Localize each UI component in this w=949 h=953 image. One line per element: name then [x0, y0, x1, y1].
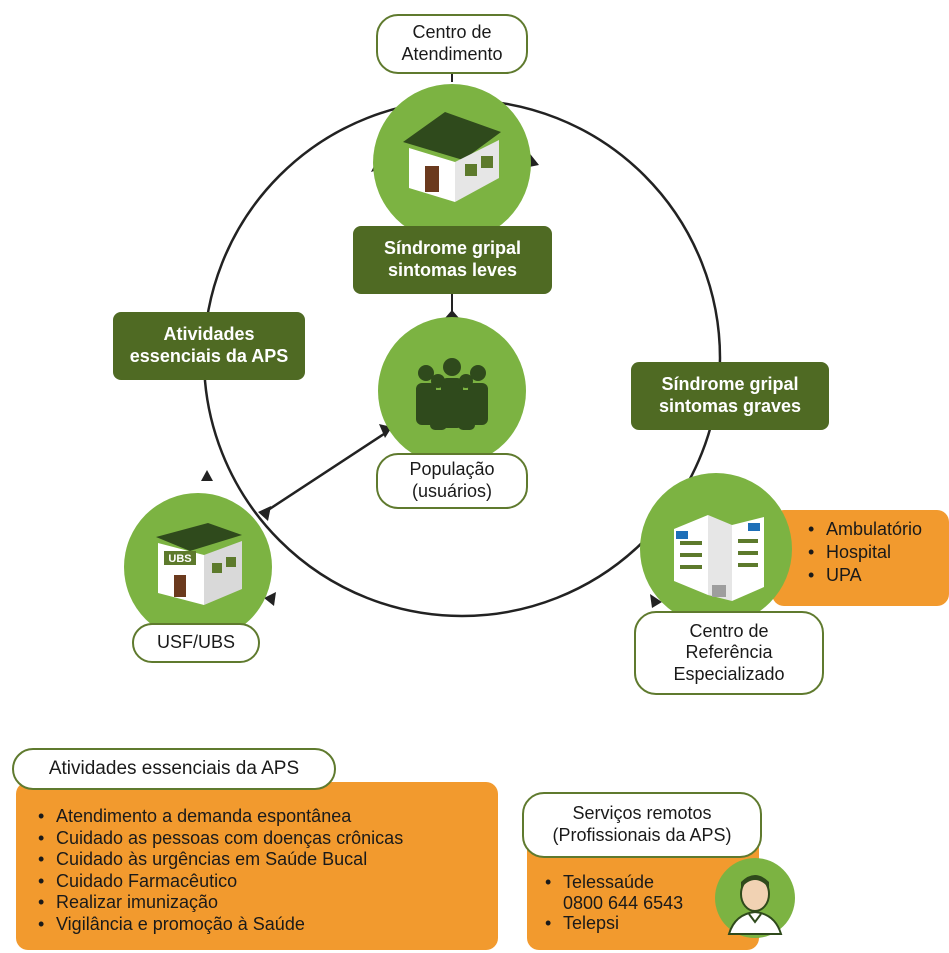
referencia-services-box: Ambulatório Hospital UPA [772, 510, 949, 606]
atividade-item: Cuidado Farmacêutico [34, 871, 490, 893]
centro-atendimento-label: Centro de Atendimento [376, 14, 528, 74]
ubs-sign-text: UBS [168, 553, 191, 565]
atividades-panel-title: Atividades essenciais da APS [12, 748, 336, 790]
usf-ubs-node: UBS [124, 493, 272, 641]
atividade-item: Cuidado às urgências em Saúde Bucal [34, 849, 490, 871]
atividades-panel: Atendimento a demanda espontânea Cuidado… [16, 782, 498, 950]
remoto-item: Telessaúde 0800 644 6543 [541, 872, 753, 913]
arrowhead [201, 470, 213, 481]
remotos-panel-title: Serviços remotos (Profissionais da APS) [522, 792, 762, 858]
sintomas-leves-tag: Síndrome gripal sintomas leves [353, 226, 552, 294]
ubs-building-icon: UBS [156, 523, 242, 605]
service-item: Hospital [804, 541, 943, 564]
arrowhead [445, 310, 459, 318]
atividade-item: Vigilância e promoção à Saúde [34, 914, 490, 936]
usf-ubs-label: USF/UBS [132, 623, 260, 663]
atividade-item: Realizar imunização [34, 892, 490, 914]
remotos-list: Telessaúde 0800 644 6543 Telepsi [541, 872, 753, 934]
arrowhead [264, 592, 276, 606]
sintomas-graves-tag: Síndrome gripal sintomas graves [631, 362, 829, 430]
atividades-list: Atendimento a demanda espontânea Cuidado… [34, 806, 490, 936]
centro-referencia-label: Centro de Referência Especializado [634, 611, 824, 695]
remoto-item: Telepsi [541, 913, 753, 934]
arrowhead [650, 594, 662, 608]
populacao-node [378, 317, 526, 465]
people-group-icon [416, 358, 488, 430]
arrowhead [258, 506, 271, 521]
population-ubs-connector [264, 430, 388, 514]
house-icon [403, 112, 501, 202]
populacao-label: População (usuários) [376, 453, 528, 509]
hospital-icon [674, 515, 764, 601]
service-item: UPA [804, 564, 943, 587]
service-item: Ambulatório [804, 518, 943, 541]
centro-referencia-node [640, 473, 792, 625]
atividades-aps-tag: Atividades essenciais da APS [113, 312, 305, 380]
health-professional-node [715, 858, 795, 938]
atividade-item: Atendimento a demanda espontânea [34, 806, 490, 828]
atividade-item: Cuidado as pessoas com doenças crônicas [34, 828, 490, 850]
centro-atendimento-node [373, 84, 531, 242]
health-professional-icon [727, 875, 783, 935]
referencia-services-list: Ambulatório Hospital UPA [804, 518, 943, 587]
